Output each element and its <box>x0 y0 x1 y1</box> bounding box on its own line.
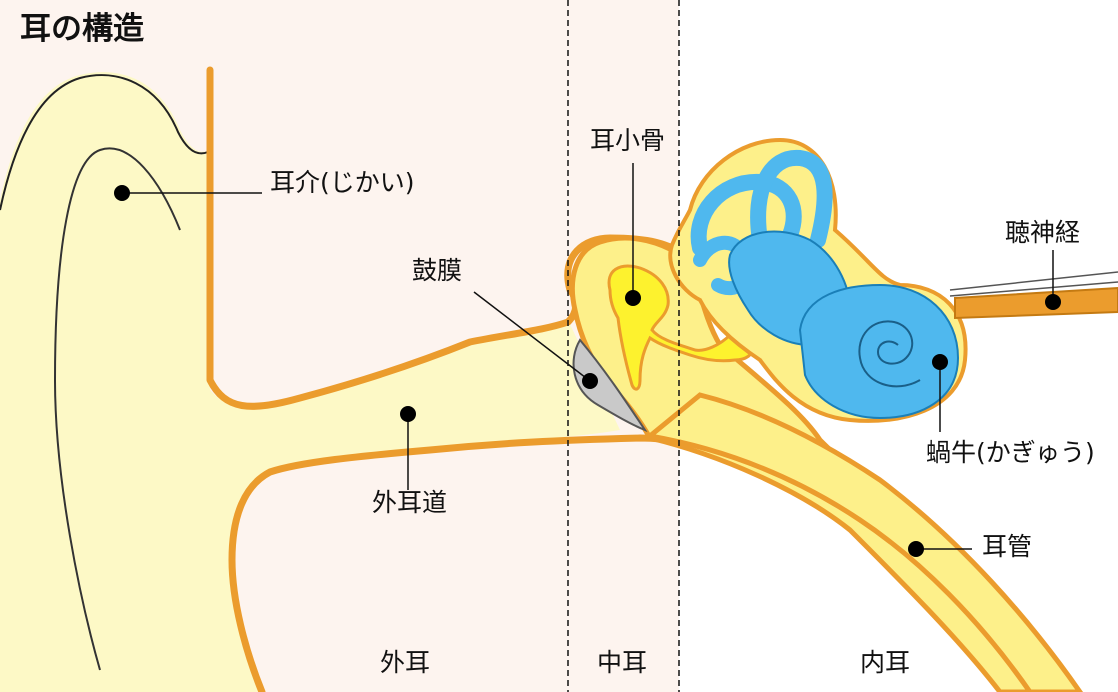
dot-auricle <box>114 185 130 201</box>
label-auditory-nerve: 聴神経 <box>1005 218 1081 247</box>
region-label-middle: 中耳 <box>597 648 648 677</box>
label-ossicles: 耳小骨 <box>590 126 666 155</box>
auricle-outline <box>0 74 209 211</box>
auditory-nerve-line-1 <box>949 271 1118 291</box>
label-cochlea: 蝸牛(かぎゅう) <box>926 438 1095 467</box>
region-label-outer: 外耳 <box>380 648 431 677</box>
auricle-shape <box>0 72 620 692</box>
dot-ossicles <box>625 290 641 306</box>
dot-cochlea <box>932 354 948 370</box>
auricle-fold <box>53 147 181 671</box>
dot-ear-canal <box>400 406 416 422</box>
region-label-inner: 内耳 <box>860 648 911 677</box>
auditory-nerve-line-2 <box>949 281 1118 297</box>
label-eardrum: 鼓膜 <box>412 256 463 285</box>
dot-eustachian-tube <box>908 541 924 557</box>
cochlea-spiral <box>858 320 921 388</box>
diagram-title: 耳の構造 <box>20 11 144 47</box>
ossicles-shape <box>607 264 755 391</box>
dot-eardrum <box>582 373 598 389</box>
label-eustachian-tube: 耳管 <box>982 532 1033 561</box>
eardrum-shape <box>572 338 648 433</box>
dot-auditory-nerve <box>1045 294 1061 310</box>
auditory-nerve-shape <box>954 286 1118 320</box>
label-ear-canal: 外耳道 <box>372 488 448 517</box>
label-auricle: 耳介(じかい) <box>270 168 415 197</box>
leader-eardrum <box>473 291 591 382</box>
semicircular-canal-2 <box>750 149 833 248</box>
